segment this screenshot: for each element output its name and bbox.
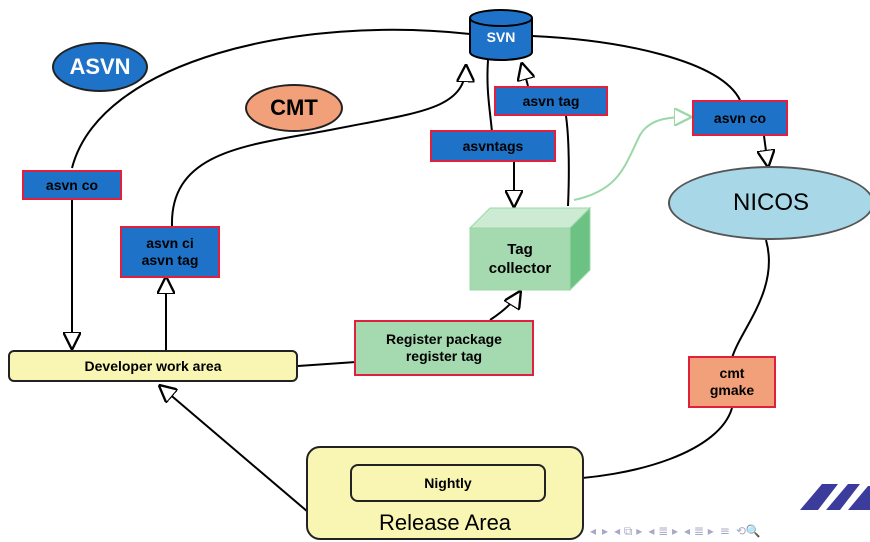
register-package-box: Register package register tag [354,320,534,376]
asvn-co-left-box: asvn co [22,170,122,200]
nicos-label: NICOS [732,189,809,216]
asvn-ci-tag-label: asvn ci asvn tag [141,235,199,268]
tag-collector-label: Tag collector [488,241,552,277]
cmt-oval: CMT [245,84,343,132]
triangle-right-icon[interactable]: ▸ [602,524,609,538]
asvn-oval: ASVN [52,42,148,92]
asvn-co-right-box: asvn co [692,100,788,136]
cmt-gmake-label: cmt gmake [709,365,755,398]
asvntags-box: asvntags [430,130,556,162]
arc-svn-to-asvn-co-right [531,35,741,101]
line-nicos-to-cmt [731,239,770,359]
line-release-to-dev [160,386,309,513]
svn-cylinder-shape [469,9,533,61]
asvn-tag-label: asvn tag [522,92,580,109]
developer-work-area-label: Developer work area [84,357,222,374]
release-area-box: Nightly Release Area [306,446,584,540]
asvntags-label: asvntags [462,137,524,154]
line-svn-to-asvntags [486,59,493,133]
line-dev-to-register [297,361,357,367]
arc-asvn-ci-to-svn [170,66,466,227]
align-icon[interactable]: ≡ [719,524,730,538]
arc-svn-to-asvn-co [71,28,471,169]
line-asvn-co-to-nicos [764,135,768,166]
nightly-box: Nightly [350,464,546,502]
subsection-icon[interactable]: ◂ ≣ ▸ [684,524,714,538]
developer-work-area-box: Developer work area [8,350,298,382]
section-icon[interactable]: ◂ ≣ ▸ [648,524,679,538]
line-asvn-tag-to-svn [522,64,528,87]
line-register-to-tc [489,292,520,321]
asvn-co-left-label: asvn co [45,176,99,193]
asvn-ci-tag-box: asvn ci asvn tag [120,226,220,278]
register-package-label: Register package register tag [386,331,502,364]
asvn-tag-box: asvn tag [494,86,608,116]
release-area-label: Release Area [378,510,512,535]
nightly-label: Nightly [424,474,472,491]
atlas-logo [800,484,870,510]
asvn-co-right-label: asvn co [713,109,767,126]
nicos-oval: NICOS [668,166,870,240]
green-arrow-tc-to-asvn-co [573,117,690,201]
cmt-label: CMT [270,95,318,120]
slide-navigation[interactable]: ◂ ▸ ◂ ⧉ ▸ ◂ ≣ ▸ ◂ ≣ ▸ ≡ ⟲🔍 [590,522,870,540]
frame-icon[interactable]: ◂ ⧉ ▸ [614,523,643,538]
search-icon[interactable]: ⟲🔍 [735,524,761,538]
triangle-left-icon[interactable]: ◂ [590,524,597,538]
asvn-label: ASVN [69,54,131,79]
line-tc-to-asvn-tag [565,115,570,207]
cmt-gmake-box: cmt gmake [688,356,776,408]
tag-collector-box-shape [468,206,592,292]
svn-label: SVN [486,29,516,45]
